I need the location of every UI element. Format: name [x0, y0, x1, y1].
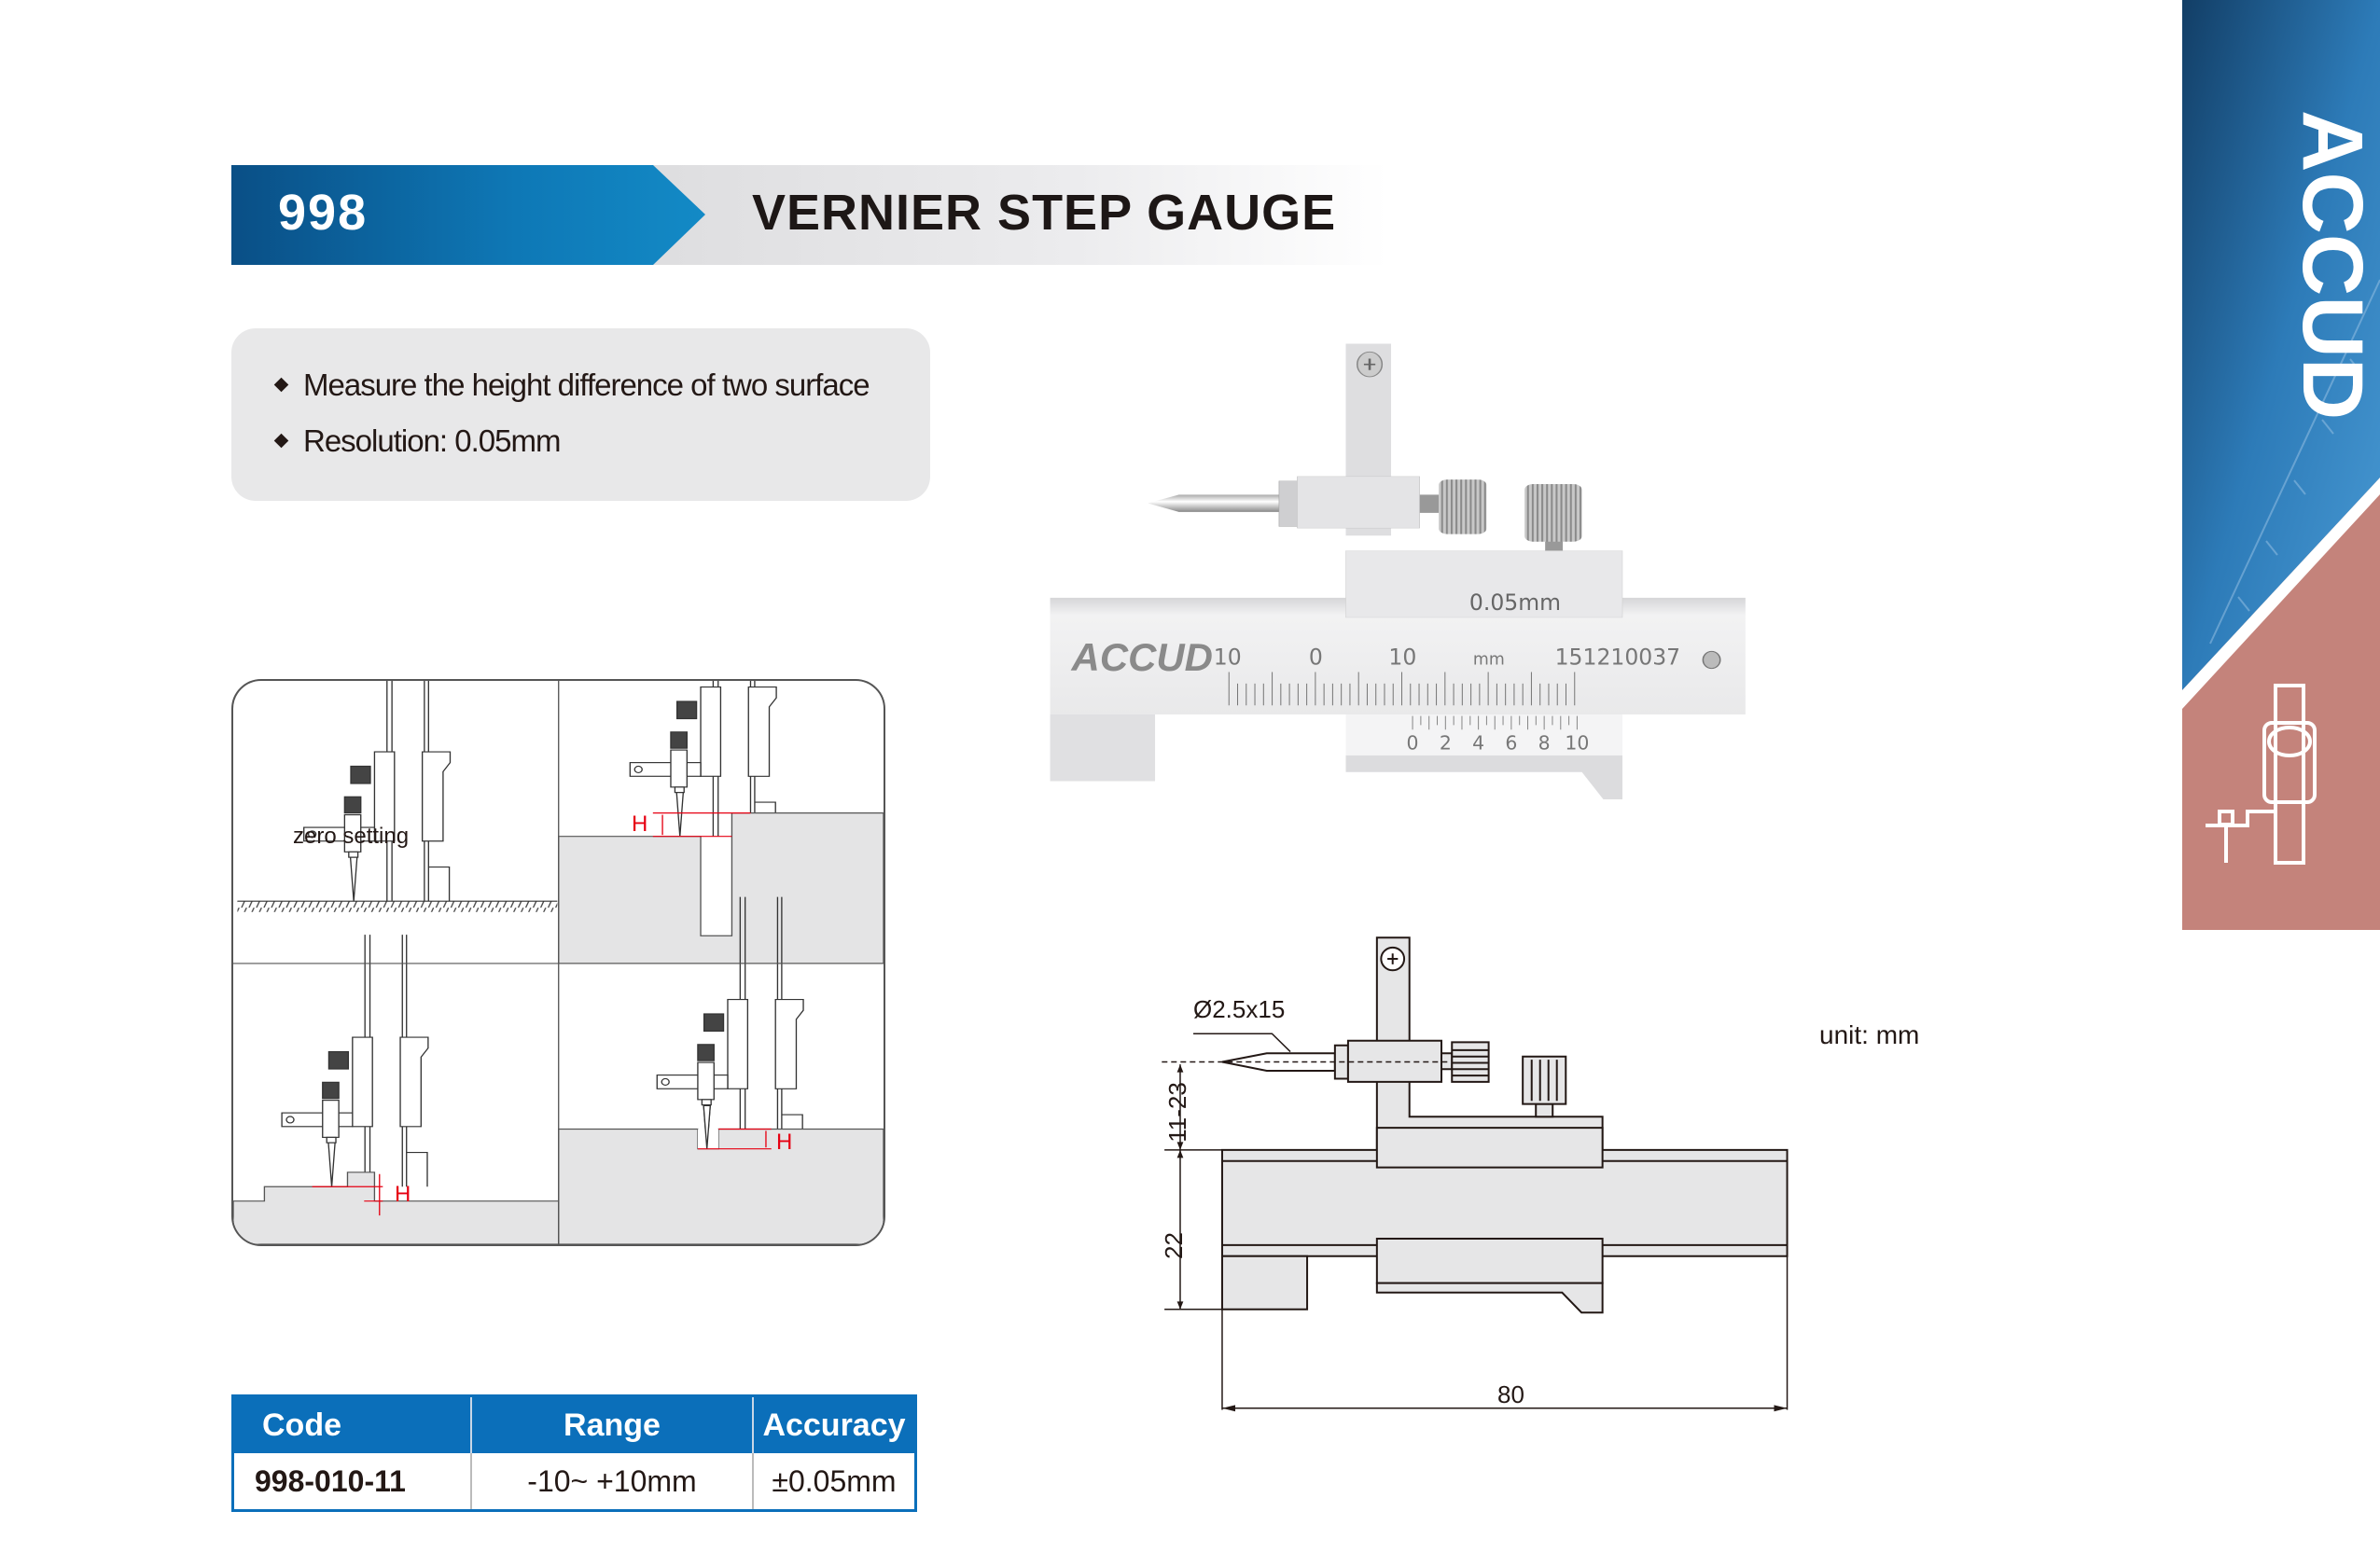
banner-code-arrow: 998	[231, 165, 705, 265]
page-title: VERNIER STEP GAUGE	[752, 185, 1337, 241]
side-brand-logo: ACCUD	[2285, 110, 2380, 420]
gauge-figure	[303, 681, 452, 902]
height-label: H	[395, 1182, 411, 1207]
upper-slider	[1345, 550, 1623, 618]
probe-holder	[1297, 476, 1420, 529]
unit-label: unit: mm	[1819, 1020, 1920, 1049]
probe-dimension: Ø2.5x15	[1193, 995, 1286, 1023]
title-banner: 998 VERNIER STEP GAUGE	[231, 165, 1388, 265]
brand-side-strip: ACCUD	[2182, 0, 2380, 930]
features-box: Measure the height difference of two sur…	[231, 328, 930, 501]
left-foot	[1050, 714, 1156, 782]
product-photo: 0.05mm ACCUD 10 0 10 mm 151210037 0 2 4 …	[1050, 343, 1746, 799]
cell-range: -10~ +10mm	[471, 1453, 754, 1511]
probe-tip	[1148, 494, 1279, 512]
product-code: 998	[278, 185, 369, 241]
vernier-label: 8	[1538, 731, 1551, 754]
vernier-label: 10	[1565, 731, 1589, 754]
serial-number: 151210037	[1555, 644, 1681, 670]
length-dimension: 80	[1497, 1380, 1524, 1408]
column-header-code: Code	[232, 1395, 472, 1453]
usage-illustration: zero setting H H H	[231, 679, 885, 1246]
vernier-label: 4	[1472, 731, 1484, 754]
scale-label: 0	[1309, 644, 1323, 670]
vernier-ticks	[1412, 715, 1578, 730]
feature-text: Measure the height difference of two sur…	[303, 367, 870, 402]
cell-accuracy: ±0.05mm	[772, 1463, 897, 1498]
gauge-figure	[281, 934, 429, 1187]
column-header-range: Range	[471, 1395, 754, 1453]
banner-background	[605, 165, 1388, 265]
technical-drawing: Ø2.5x15 11-23 22 80 unit: mm	[1138, 923, 1959, 1418]
dimension-drawing	[1138, 923, 1959, 1412]
spec-table: Code Range Accuracy 998-010-11 -10~ +10m…	[231, 1394, 917, 1512]
bullet-diamond-icon	[273, 433, 289, 449]
unit-mark: mm	[1473, 650, 1505, 669]
height-label: H	[776, 1130, 793, 1155]
feature-item: Measure the height difference of two sur…	[273, 367, 870, 403]
feature-item: Resolution: 0.05mm	[273, 423, 561, 459]
height-range-dimension: 11-23	[1162, 1082, 1191, 1143]
main-scale-ticks	[1228, 672, 1576, 706]
feature-text: Resolution: 0.05mm	[303, 423, 561, 458]
vernier-label: 6	[1505, 731, 1517, 754]
table-row: 998-010-11 -10~ +10mm ±0.05mm	[232, 1453, 916, 1511]
bullet-diamond-icon	[273, 377, 289, 393]
probe-knob-icon	[1439, 479, 1487, 534]
vernier-label: 0	[1407, 731, 1419, 754]
vernier-label: 2	[1440, 731, 1452, 754]
column-header-accuracy: Accuracy	[753, 1395, 916, 1453]
lower-jaw	[1345, 755, 1622, 799]
vernier-plate	[1345, 714, 1622, 756]
height-gauge-icon	[2206, 684, 2317, 865]
height-label: H	[632, 811, 648, 837]
cell-code: 998-010-11	[232, 1453, 472, 1511]
lock-knob-icon	[1524, 484, 1582, 542]
body-height-dimension: 22	[1159, 1232, 1188, 1259]
surface-hatch	[237, 901, 558, 912]
scale-label: 10	[1388, 644, 1416, 670]
diagonal-divider	[2182, 478, 2380, 709]
zero-setting-label: zero setting	[293, 824, 410, 849]
table-header-row: Code Range Accuracy	[232, 1395, 916, 1453]
resolution-mark: 0.05mm	[1469, 589, 1561, 616]
scale-label: 10	[1214, 644, 1242, 670]
blue-ruler-panel	[2182, 0, 2380, 690]
hole	[1702, 650, 1721, 670]
usage-diagram	[233, 681, 884, 1244]
brand-logo: ACCUD	[1071, 635, 1213, 679]
